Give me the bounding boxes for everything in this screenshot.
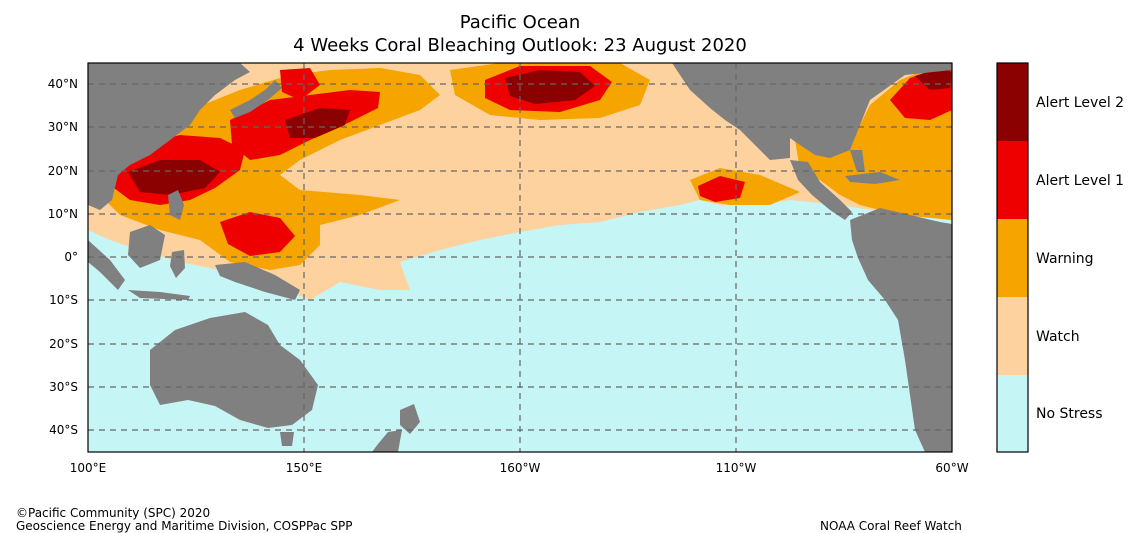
lon-label: 100°E: [70, 461, 107, 475]
credit-line-1: ©Pacific Community (SPC) 2020: [16, 506, 211, 520]
graticule: [88, 63, 952, 452]
alert2-zone-north-central: [505, 70, 595, 104]
land-south-america: [850, 208, 952, 452]
legend-label-warning: Warning: [1036, 251, 1094, 267]
credit-line-2: Geoscience Energy and Maritime Division,…: [16, 519, 353, 533]
land-java: [128, 290, 190, 300]
alert2-zone-philippines: [128, 160, 220, 195]
land-philippines: [168, 190, 184, 220]
land-central-america: [790, 160, 852, 220]
lat-label: 10°N: [48, 207, 78, 221]
legend-swatch-warning: [997, 219, 1028, 297]
map-title: Pacific Ocean: [459, 12, 581, 33]
land-japan: [230, 80, 282, 118]
legend-label-watch: Watch: [1036, 329, 1080, 345]
map-subtitle: 4 Weeks Coral Bleaching Outlook: 23 Augu…: [293, 35, 747, 56]
map-frame: [87, 62, 953, 453]
lon-label: 150°E: [286, 461, 323, 475]
lat-label: 30°N: [48, 120, 78, 134]
legend-swatch-alert-level-2: [997, 63, 1028, 141]
alert2-zone-japan: [285, 108, 350, 138]
land-tasmania: [280, 432, 294, 446]
land-asia: [88, 63, 250, 210]
lon-label: 160°W: [500, 461, 541, 475]
lat-label: 30°S: [49, 380, 78, 394]
legend-label-no-stress: No Stress: [1036, 406, 1103, 422]
lat-label: 20°N: [48, 164, 78, 178]
data-source: NOAA Coral Reef Watch: [820, 519, 962, 533]
land-cuba: [845, 172, 900, 184]
lat-label: 0°: [64, 250, 78, 264]
lat-label: 10°S: [49, 293, 78, 307]
alert1-zone-micronesia: [220, 212, 295, 256]
legend-label-alert-level-2: Alert Level 2: [1036, 95, 1124, 111]
lat-label: 20°S: [49, 337, 78, 351]
land-new-zealand: [372, 404, 420, 452]
lon-label: 60°W: [935, 461, 968, 475]
land-florida: [850, 150, 865, 172]
land-sumatra: [88, 240, 125, 290]
legend-colorbar: Alert Level 2 Alert Level 1 Warning Watc…: [996, 62, 1124, 453]
legend-swatch-alert-level-1: [997, 141, 1028, 219]
land-australia: [150, 312, 318, 428]
land-north-america: [672, 63, 952, 160]
lon-label: 110°W: [716, 461, 757, 475]
legend-swatch-watch: [997, 297, 1028, 375]
legend-swatch-no-stress: [997, 375, 1028, 452]
legend-frame: [996, 62, 1029, 453]
alert1-zone-mexico: [698, 176, 745, 202]
lat-label: 40°S: [49, 423, 78, 437]
land-new-guinea: [215, 262, 300, 300]
legend-label-alert-level-1: Alert Level 1: [1036, 173, 1124, 189]
lat-label: 40°N: [48, 77, 78, 91]
